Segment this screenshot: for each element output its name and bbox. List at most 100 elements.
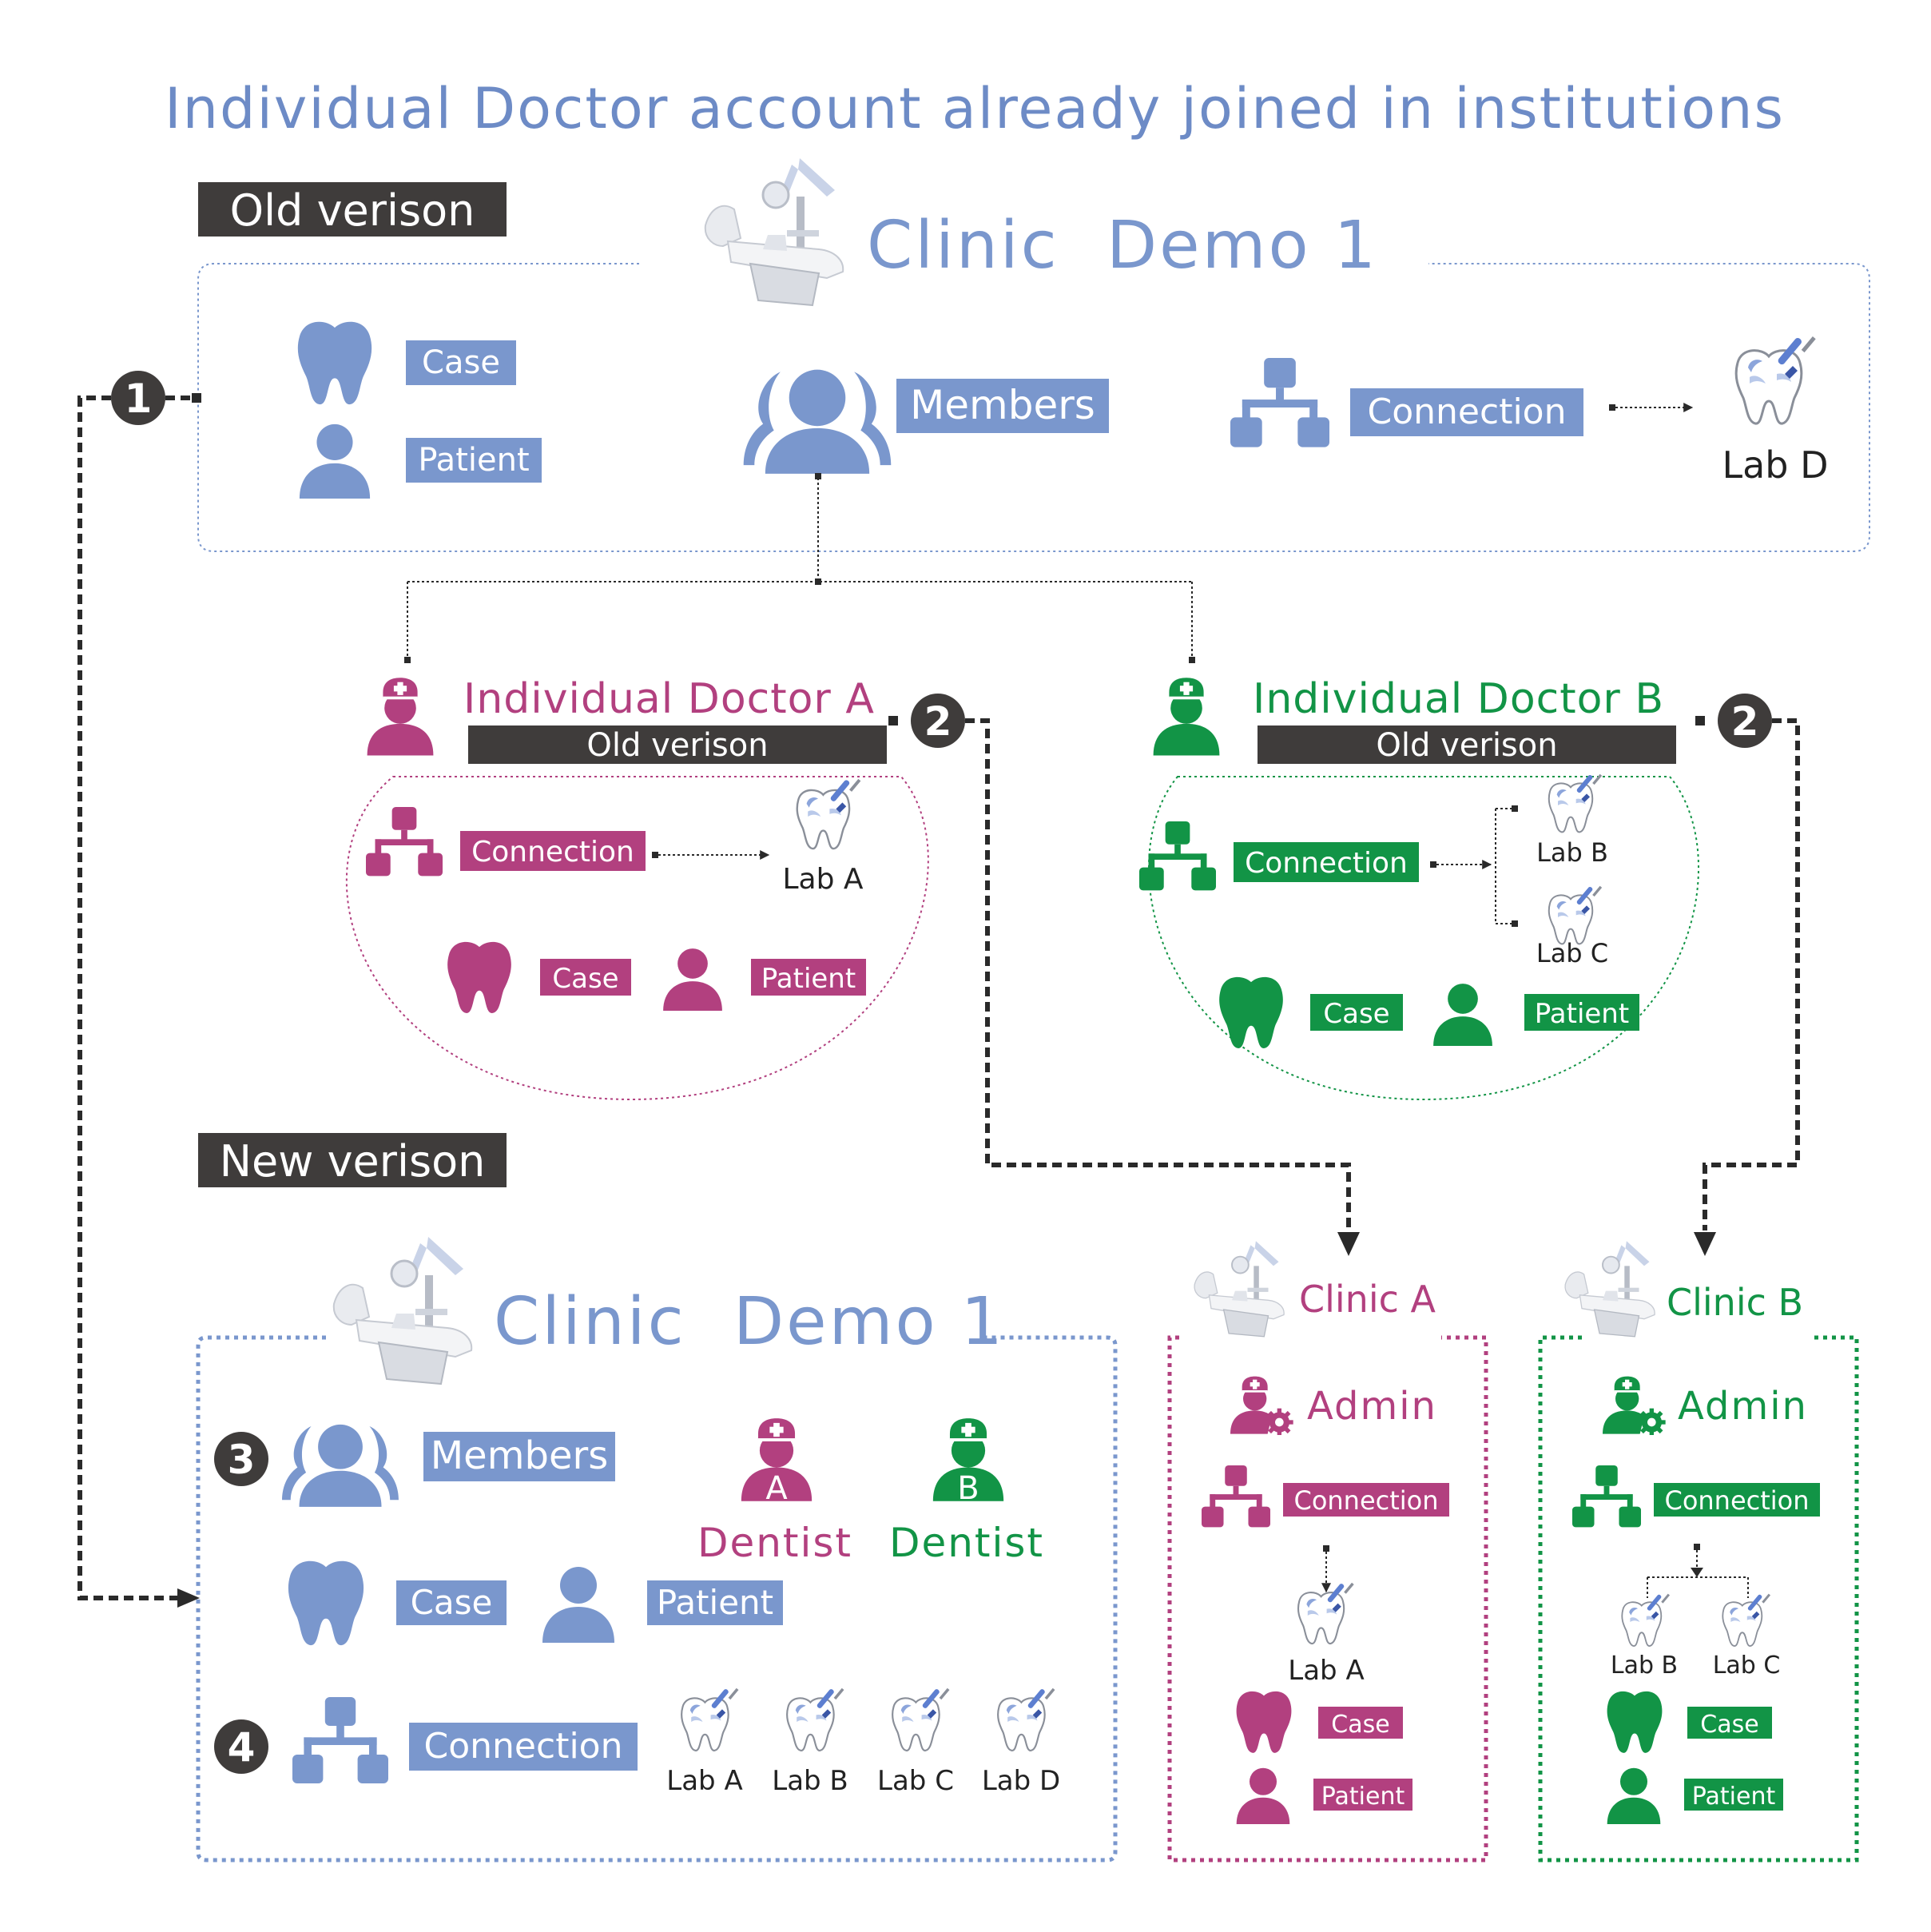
doctor-a-version-label: Old verison: [586, 727, 768, 764]
lab-b-label: Lab B: [1536, 837, 1608, 868]
case-tag: [540, 959, 631, 996]
lab-icon: [786, 1688, 845, 1751]
case-tag: [1310, 994, 1403, 1031]
dental-chair-icon: [1194, 1240, 1285, 1338]
members-tag-label: Members: [431, 1433, 608, 1478]
step-2-badge: [911, 694, 965, 748]
connection-tag: [1283, 1483, 1449, 1517]
step-1-badge: [111, 371, 165, 425]
connection-tag: [460, 831, 646, 871]
connector-dot: [888, 716, 898, 725]
tooth-icon: [288, 1560, 364, 1646]
case-tag-label: Case: [1323, 998, 1389, 1030]
doctor-b-group: Individual Doctor B Old verison Connecti…: [1139, 675, 1772, 1101]
connection-tag: [409, 1723, 638, 1771]
connection-tag-label: Connection: [1293, 1485, 1438, 1516]
old-version-section: Old verison Clinic Demo 1 Case Patient M…: [111, 157, 1870, 1101]
doctor-b-version-label: Old verison: [1376, 727, 1557, 764]
case-tag: [406, 340, 516, 385]
members-icon: [282, 1424, 399, 1507]
step-4-number: 4: [228, 1724, 256, 1771]
lab-label: Lab B: [772, 1765, 848, 1797]
case-tag-label: Case: [1700, 1711, 1758, 1739]
connector-dot: [192, 393, 201, 403]
lab-a-label: Lab A: [1288, 1655, 1364, 1687]
connector-dot: [1512, 920, 1518, 927]
lab-icon: [997, 1688, 1056, 1751]
connection-icon: [1139, 821, 1216, 891]
case-tag-label: Case: [422, 344, 500, 381]
tooth-icon: [1219, 976, 1283, 1048]
patient-tag-label: Patient: [657, 1583, 773, 1622]
connector-dot: [1512, 805, 1518, 812]
connection-tag: [1350, 388, 1583, 436]
clinic-b-name: Clinic B: [1667, 1281, 1803, 1324]
dental-chair-icon: [1564, 1240, 1656, 1338]
connection-tag-label: Connection: [424, 1726, 623, 1767]
step-2-badge: [1718, 694, 1772, 748]
admin-icon: [1230, 1376, 1293, 1435]
clinic-a-name: Clinic A: [1299, 1278, 1436, 1321]
patient-tag: [1313, 1779, 1412, 1811]
patient-tag: [751, 959, 866, 996]
connector-dot: [1323, 1545, 1329, 1552]
tooth-icon: [1236, 1691, 1292, 1753]
case-tag-label: Case: [1331, 1711, 1389, 1739]
step-3-number: 3: [228, 1437, 256, 1483]
old-clinic-name-part1: Clinic: [867, 208, 1059, 284]
tooth-icon: [447, 941, 511, 1013]
patient-tag: [406, 438, 542, 483]
connection-icon: [292, 1697, 388, 1783]
patient-icon: [299, 423, 371, 499]
lab-icon: [1722, 1593, 1771, 1647]
arrowhead: [1691, 1568, 1703, 1577]
connection-tag: [1234, 842, 1419, 882]
dentist-b-letter: B: [957, 1470, 979, 1507]
doctor-a-icon: [367, 678, 434, 756]
new-version-section: New verison Clinic Demo 1 3 Members A De…: [196, 1133, 1859, 1862]
tree-node: [404, 657, 411, 663]
step-3-badge: [214, 1432, 268, 1486]
connection-icon: [1572, 1465, 1641, 1528]
connector-dot: [1695, 716, 1705, 725]
page-title: Individual Doctor account already joined…: [165, 76, 1785, 141]
lab-a-label: Lab A: [782, 863, 863, 896]
connector-dot: [1430, 861, 1436, 868]
lab-icon: [892, 1688, 951, 1751]
dentist-a-label: Dentist: [697, 1520, 852, 1566]
patient-tag-label: Patient: [761, 963, 856, 995]
lab-icon: [1734, 336, 1818, 425]
flow-line-step-2a: [965, 718, 1351, 1229]
new-clinic-frame: [196, 1335, 1118, 1862]
case-tag: [396, 1580, 507, 1625]
new-clinic-name-part1: Clinic: [494, 1284, 686, 1360]
connection-icon: [1230, 358, 1329, 447]
admin-label: Admin: [1678, 1384, 1808, 1429]
step-1-number: 1: [125, 376, 153, 422]
connection-tag-label: Connection: [1664, 1485, 1809, 1516]
dentist-b-label: Dentist: [889, 1520, 1044, 1566]
step-2-number: 2: [924, 698, 952, 745]
patient-icon: [542, 1567, 614, 1643]
connector-dot: [652, 852, 658, 858]
connector-dot: [1694, 1544, 1700, 1550]
patient-tag-label: Patient: [1535, 998, 1629, 1030]
doctor-a-name: Individual Doctor A: [463, 675, 875, 723]
step-2-number: 2: [1731, 698, 1759, 745]
members-icon: [743, 369, 892, 474]
connection-icon: [366, 807, 443, 877]
members-tree-connector: [407, 478, 1193, 660]
new-clinic-name-part2: Demo 1: [733, 1284, 1005, 1360]
lab-c-label: Lab C: [1713, 1652, 1781, 1680]
tree-node: [815, 473, 821, 479]
patient-tag: [1524, 994, 1639, 1031]
flow-line-step-1: [77, 396, 182, 1600]
arrowhead: [1337, 1232, 1360, 1256]
patient-tag: [647, 1580, 783, 1625]
old-version-label: Old verison: [230, 185, 475, 236]
arrowhead: [1694, 1232, 1716, 1256]
old-clinic-name-part2: Demo 1: [1107, 208, 1378, 284]
lab-d-label: Lab D: [1722, 443, 1828, 487]
doctor-a-version-box: [468, 725, 887, 764]
